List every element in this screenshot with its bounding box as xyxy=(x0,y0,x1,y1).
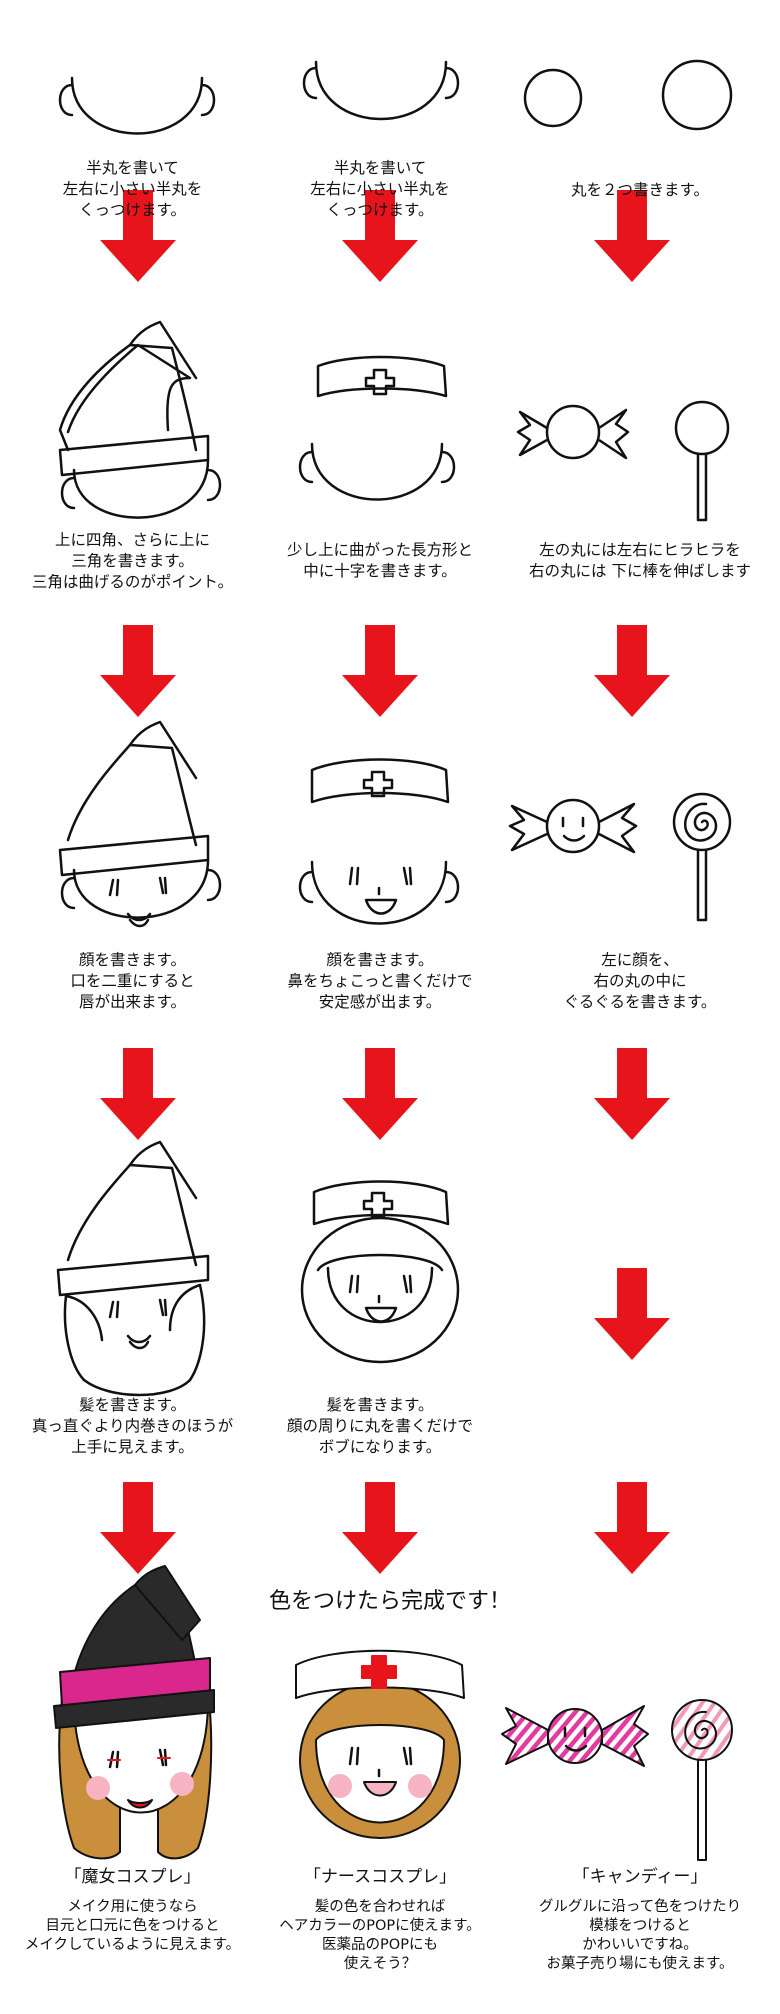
candy-step2-caption: 左の丸には左右にヒラヒラを 右の丸には 下に棒を伸ばします xyxy=(529,541,751,580)
nurse-step4-caption: 髪を書きます。 顔の周りに丸を書くだけで ボブになります。 xyxy=(286,1396,473,1456)
witch-step2-drawing xyxy=(58,320,222,519)
candy-final-drawing xyxy=(501,1699,733,1861)
witch-step4-caption: 髪を書きます。 真っ直ぐより内巻きのほうが 上手に見えます。 xyxy=(31,1396,234,1456)
witch-step3-caption: 顔を書きます。 口を二重にすると 唇が出来ます。 xyxy=(70,951,195,1011)
candy-step3-drawing xyxy=(508,792,732,922)
witch-step4-drawing xyxy=(56,1140,210,1397)
witch-step3-drawing xyxy=(58,720,222,928)
witch-final-name: 「魔女コスプレ」 xyxy=(64,1867,201,1887)
candy-step1-caption: 丸を２つ書きます。 xyxy=(571,181,709,199)
candy-step1-drawing xyxy=(523,59,733,131)
witch-step1-caption: 半丸を書いて 左右に小さい半丸を くっつけます。 xyxy=(62,159,203,219)
nurse-final-name: 「ナースコスプレ」 xyxy=(303,1867,457,1887)
nurse-final-drawing xyxy=(295,1649,465,1839)
nurse-step3-drawing xyxy=(298,758,460,925)
witch-step2-caption: 上に四角、さらに上に 三角を書きます。 三角は曲げるのがポイント。 xyxy=(31,531,234,591)
arrow-down-icon xyxy=(342,1048,418,1140)
arrow-down-icon xyxy=(342,625,418,717)
arrow-down-icon xyxy=(594,1048,670,1140)
candy-step3-caption: 左に顔を、 右の丸の中に ぐるぐるを書きます。 xyxy=(563,951,717,1011)
candy-step2-drawing xyxy=(516,400,730,522)
finish-title: 色をつけたら完成です！ xyxy=(268,1589,511,1614)
arrow-down-icon xyxy=(594,190,670,282)
arrow-down-icon xyxy=(594,1268,670,1360)
witch-step1-drawing xyxy=(58,76,216,135)
nurse-step3-caption: 顔を書きます。 鼻をちょこっと書くだけで 安定感が出ます。 xyxy=(287,951,473,1011)
arrow-down-icon xyxy=(342,1482,418,1574)
arrow-down-icon xyxy=(594,625,670,717)
arrows xyxy=(100,190,670,1574)
nurse-final-description: 髪の色を合わせれば ヘアカラーのPOPに使えます。 医薬品のPOPにも 使えそう… xyxy=(279,1899,481,1972)
nurse-step2-drawing xyxy=(298,355,456,501)
arrow-down-icon xyxy=(594,1482,670,1574)
witch-final-description: メイク用に使うなら 目元と口元に色をつけると メイクしているように見えます。 xyxy=(24,1899,241,1953)
arrow-down-icon xyxy=(100,190,176,282)
candy-final-description: グルグルに沿って色をつけたり 模様をつけると かわいいですね。 お菓子売り場にも… xyxy=(538,1899,742,1972)
candy-final-name: 「キャンディー」 xyxy=(572,1867,708,1887)
arrow-down-icon xyxy=(100,625,176,717)
arrow-down-icon xyxy=(100,1482,176,1574)
nurse-step2-caption: 少し上に曲がった長方形と 中に十字を書きます。 xyxy=(286,541,473,580)
witch-final-drawing xyxy=(53,1565,215,1860)
nurse-step1-drawing xyxy=(302,60,460,121)
arrow-down-icon xyxy=(342,190,418,282)
arrow-down-icon xyxy=(100,1048,176,1140)
nurse-step4-drawing xyxy=(300,1180,460,1364)
nurse-step1-caption: 半丸を書いて 左右に小さい半丸を くっつけます。 xyxy=(310,159,450,219)
